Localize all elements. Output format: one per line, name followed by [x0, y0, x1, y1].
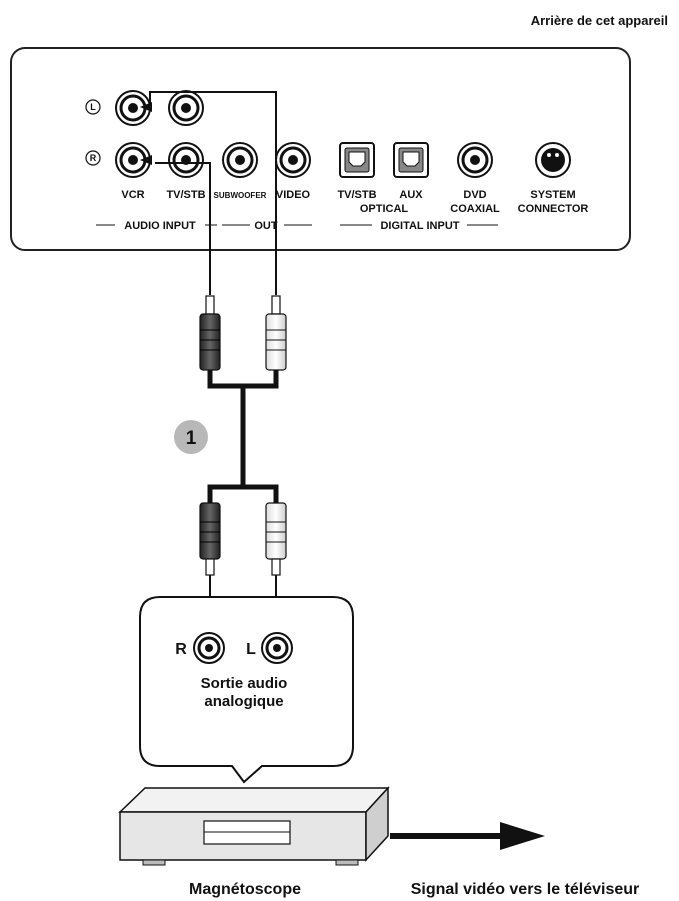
optical-jack-icon[interactable]	[339, 142, 375, 178]
jack-label-optical-aux: AUX	[399, 189, 423, 201]
jack-label-vcr: VCR	[121, 189, 144, 201]
arrow-right-icon	[390, 822, 545, 850]
optical-group-label: OPTICAL	[360, 203, 409, 215]
out-group: OUT	[222, 220, 312, 232]
rear-panel	[10, 47, 631, 251]
jack-label-optical-tvstb: TV/STB	[337, 189, 376, 201]
rca-plug-icon	[199, 502, 221, 576]
svg-text:DIGITAL INPUT: DIGITAL INPUT	[380, 220, 459, 232]
rca-plug-icon	[265, 295, 287, 371]
audio-cable	[207, 370, 279, 503]
jack-label-subwoofer: SUBWOOFER	[214, 191, 267, 200]
rca-plug-icon	[199, 295, 221, 371]
svg-text:OUT: OUT	[254, 220, 278, 232]
rca-jack-icon[interactable]	[193, 632, 225, 664]
signal-label: Signal vidéo vers le téléviseur	[411, 881, 640, 898]
vcr-jack-label-l: L	[246, 641, 256, 658]
svg-text:R: R	[90, 153, 97, 163]
system-connector-icon[interactable]	[535, 142, 571, 178]
svg-text:AUDIO INPUT: AUDIO INPUT	[124, 220, 196, 232]
vcr-device-icon	[118, 786, 390, 866]
jack-label-system: SYSTEM	[530, 189, 575, 201]
step-badge: 1	[174, 420, 208, 454]
jack-label-connector: CONNECTOR	[518, 203, 589, 215]
device-label: Magnétoscope	[189, 881, 301, 898]
optical-jack-icon[interactable]	[393, 142, 429, 178]
vcr-output-callout	[139, 596, 354, 784]
svg-text:1: 1	[186, 428, 197, 449]
vcr-output-caption-line2: analogique	[204, 693, 283, 710]
rca-jack-icon[interactable]	[457, 142, 493, 178]
rca-plug-icon	[265, 502, 287, 576]
signal-wire-left	[140, 91, 277, 295]
coaxial-group-label: COAXIAL	[450, 203, 500, 215]
vcr-output-caption-line1: Sortie audio	[201, 675, 288, 692]
rca-jack-icon[interactable]	[222, 142, 258, 178]
page-title: Arrière de cet appareil	[531, 13, 668, 28]
jack-label-dvd: DVD	[463, 189, 486, 201]
rca-jack-icon[interactable]	[168, 142, 204, 178]
right-channel-mark: R	[85, 150, 101, 166]
left-channel-mark: L	[85, 99, 101, 115]
svg-text:L: L	[90, 102, 96, 112]
jack-label-tvstb: TV/STB	[166, 189, 205, 201]
digital-input-group: DIGITAL INPUT	[340, 220, 498, 232]
rca-jack-icon[interactable]	[261, 632, 293, 664]
jack-label-video: VIDEO	[276, 189, 311, 201]
rca-jack-icon[interactable]	[168, 90, 204, 126]
rca-jack-icon[interactable]	[275, 142, 311, 178]
signal-wire-right	[140, 155, 211, 295]
vcr-jack-label-r: R	[175, 641, 187, 658]
